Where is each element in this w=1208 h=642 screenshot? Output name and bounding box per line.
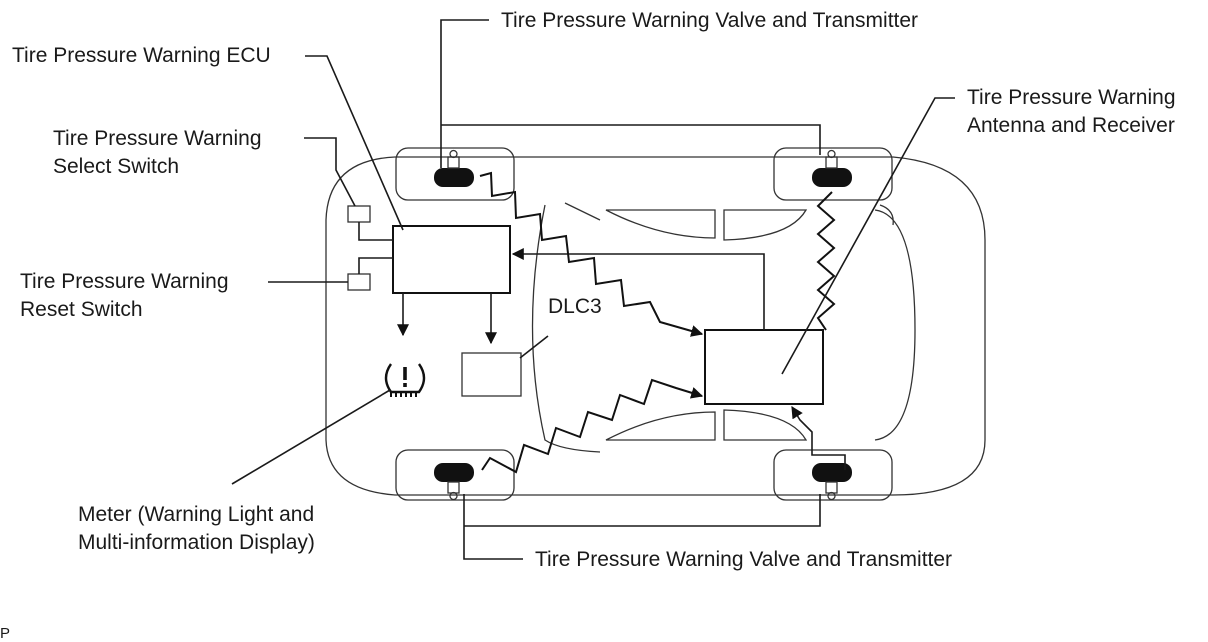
reset-switch — [347, 273, 371, 291]
tire-valve-rear-right — [812, 463, 852, 501]
signal-rear-left — [481, 378, 704, 474]
valve-top-leader — [440, 19, 821, 168]
ecu-box — [392, 225, 511, 294]
signal-front-left — [479, 171, 704, 337]
antenna-label-line1: Tire Pressure Warning — [967, 86, 1176, 109]
valve-top-label: Tire Pressure Warning Valve and Transmit… — [501, 9, 918, 32]
meter-label-line2: Multi-information Display) — [78, 531, 315, 554]
valve-bottom-leader — [463, 494, 821, 560]
valve-bottom-label: Tire Pressure Warning Valve and Transmit… — [535, 548, 952, 571]
signal-front-right — [816, 191, 836, 331]
tire-valve-rear-left — [434, 463, 474, 501]
reset-switch-label-line2: Reset Switch — [20, 298, 143, 321]
ecu-label: Tire Pressure Warning ECU — [12, 44, 271, 67]
dlc3-label: DLC3 — [548, 295, 602, 318]
receiver-box — [704, 329, 824, 405]
tire-valve-front-left — [434, 149, 474, 187]
tire-pressure-warning-icon — [384, 363, 426, 397]
tire-valve-front-right — [812, 149, 852, 187]
reset-switch-label-line1: Tire Pressure Warning — [20, 270, 229, 293]
meter-label-line1: Meter (Warning Light and — [78, 503, 314, 526]
select-switch — [347, 205, 371, 223]
signal-rear-right — [791, 405, 846, 470]
vehicle-outline — [325, 147, 986, 501]
dlc3-connector — [461, 352, 522, 397]
select-switch-label-line2: Select Switch — [53, 155, 179, 178]
corner-mark: P — [0, 625, 10, 642]
select-switch-label-line1: Tire Pressure Warning — [53, 127, 262, 150]
antenna-label-line2: Antenna and Receiver — [967, 114, 1175, 137]
